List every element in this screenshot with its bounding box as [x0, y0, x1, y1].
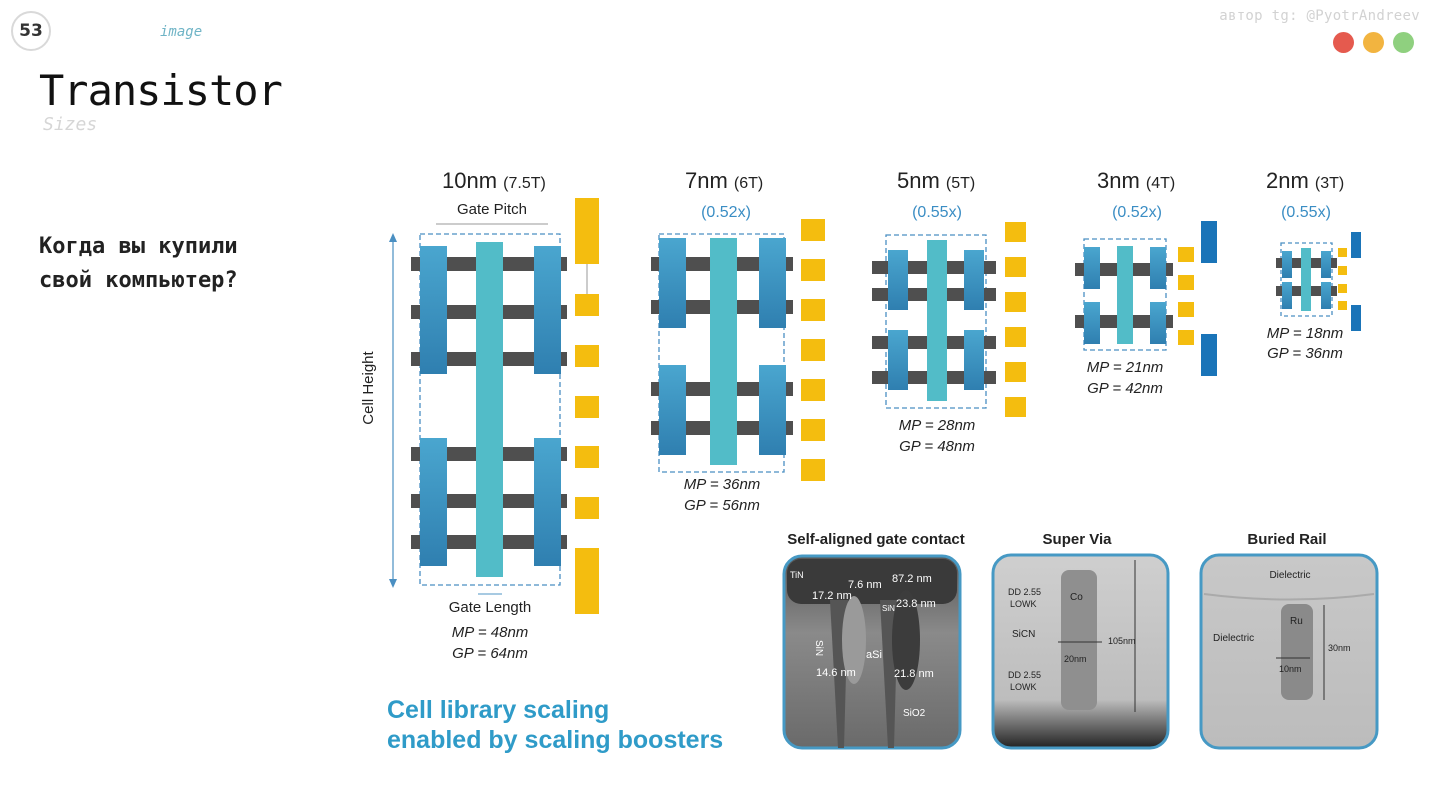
svg-text:7.6 nm: 7.6 nm	[848, 579, 882, 591]
booster-sagc-title: Self-aligned gate contact	[787, 531, 965, 548]
node-10nm-name: 10nm (7.5T)	[442, 168, 546, 193]
svg-text:Ru: Ru	[1290, 616, 1303, 627]
node-5nm-metal-tracks	[1005, 222, 1026, 417]
node-3nm-ratio: (0.52x)	[1112, 204, 1162, 221]
node-10nm-mp: MP = 48nm	[452, 624, 529, 641]
node-2nm-ratio: (0.55x)	[1281, 204, 1331, 221]
booster-buriedrail-image: Dielectric Ru Dielectric 30nm 10nm	[1199, 553, 1379, 750]
svg-text:Dielectric: Dielectric	[1269, 570, 1310, 581]
svg-text:LOWK: LOWK	[1010, 599, 1037, 609]
svg-text:LOWK: LOWK	[1010, 682, 1037, 692]
cell-height-label: Cell Height	[360, 350, 377, 424]
node-7nm-metal-tracks	[801, 219, 825, 481]
svg-text:SiCN: SiCN	[1012, 629, 1035, 640]
scaling-caption-line2: enabled by scaling boosters	[387, 726, 723, 754]
svg-text:aSi: aSi	[866, 649, 882, 661]
svg-text:10nm: 10nm	[1279, 664, 1302, 674]
node-3nm-metal-tracks	[1178, 221, 1217, 376]
booster-supervia-image: DD 2.55 LOWK Co SiCN 105nm 20nm DD 2.55 …	[991, 553, 1170, 750]
node-7nm-name: 7nm (6T)	[685, 168, 763, 193]
slide-title: Transistor	[39, 66, 283, 115]
node-2nm-name: 2nm (3T)	[1266, 168, 1344, 193]
scaling-caption-line1: Cell library scaling	[387, 696, 609, 724]
node-3nm-gp: GP = 42nm	[1087, 380, 1163, 397]
node-5nm-name: 5nm (5T)	[897, 168, 975, 193]
node-5nm-gp: GP = 48nm	[899, 438, 975, 455]
svg-text:Dielectric: Dielectric	[1213, 633, 1254, 644]
node-3nm-name: 3nm (4T)	[1097, 168, 1175, 193]
page-number-badge: 53	[11, 11, 51, 51]
yellow-dot-icon	[1363, 32, 1384, 53]
node-5nm-cell	[872, 234, 996, 409]
node-2nm-mp: MP = 18nm	[1267, 325, 1344, 342]
author-credit: автор tg: @PyotrAndreev	[1219, 8, 1420, 24]
svg-text:Co: Co	[1070, 592, 1083, 603]
gate-length-label: Gate Length	[449, 599, 532, 616]
svg-text:17.2 nm: 17.2 nm	[812, 590, 852, 602]
svg-text:SiN: SiN	[813, 640, 824, 656]
node-2nm-cell	[1276, 242, 1337, 317]
svg-text:SiN: SiN	[882, 604, 895, 613]
svg-text:105nm: 105nm	[1108, 636, 1136, 646]
cell-height-arrow	[389, 233, 397, 588]
node-10nm-metal-tracks	[575, 198, 599, 614]
node-7nm-cell	[651, 233, 793, 473]
svg-text:21.8 nm: 21.8 nm	[894, 668, 934, 680]
svg-text:23.8 nm: 23.8 nm	[896, 598, 936, 610]
node-3nm-cell	[1075, 238, 1173, 351]
red-dot-icon	[1333, 32, 1354, 53]
booster-buriedrail-title: Buried Rail	[1247, 531, 1326, 548]
svg-text:20nm: 20nm	[1064, 654, 1087, 664]
green-dot-icon	[1393, 32, 1414, 53]
slide-subtitle: Sizes	[43, 114, 98, 135]
gate-pitch-label: Gate Pitch	[457, 201, 527, 218]
node-7nm-ratio: (0.52x)	[701, 204, 751, 221]
node-2nm-gp: GP = 36nm	[1267, 345, 1343, 362]
svg-text:87.2 nm: 87.2 nm	[892, 573, 932, 585]
svg-text:DD 2.55: DD 2.55	[1008, 587, 1041, 597]
svg-text:SiO2: SiO2	[903, 708, 926, 719]
booster-sagc-image: TiN 7.6 nm 87.2 nm 17.2 nm 23.8 nm SiN S…	[782, 554, 962, 750]
node-7nm-gp: GP = 56nm	[684, 497, 760, 514]
node-5nm-mp: MP = 28nm	[899, 417, 976, 434]
question-text: Когда вы купили свой компьютер?	[39, 234, 238, 293]
svg-text:TiN: TiN	[790, 570, 804, 580]
node-7nm-mp: MP = 36nm	[684, 476, 761, 493]
node-3nm-mp: MP = 21nm	[1087, 359, 1164, 376]
node-10nm-gp: GP = 64nm	[452, 645, 528, 662]
node-5nm-ratio: (0.55x)	[912, 204, 962, 221]
node-2nm-metal-tracks	[1338, 232, 1361, 331]
svg-text:14.6 nm: 14.6 nm	[816, 667, 856, 679]
booster-supervia-title: Super Via	[1043, 531, 1113, 548]
svg-text:30nm: 30nm	[1328, 643, 1351, 653]
svg-text:DD 2.55: DD 2.55	[1008, 670, 1041, 680]
window-dots	[1333, 32, 1414, 53]
node-10nm-cell	[411, 233, 567, 595]
slide-tag: image	[160, 24, 203, 40]
